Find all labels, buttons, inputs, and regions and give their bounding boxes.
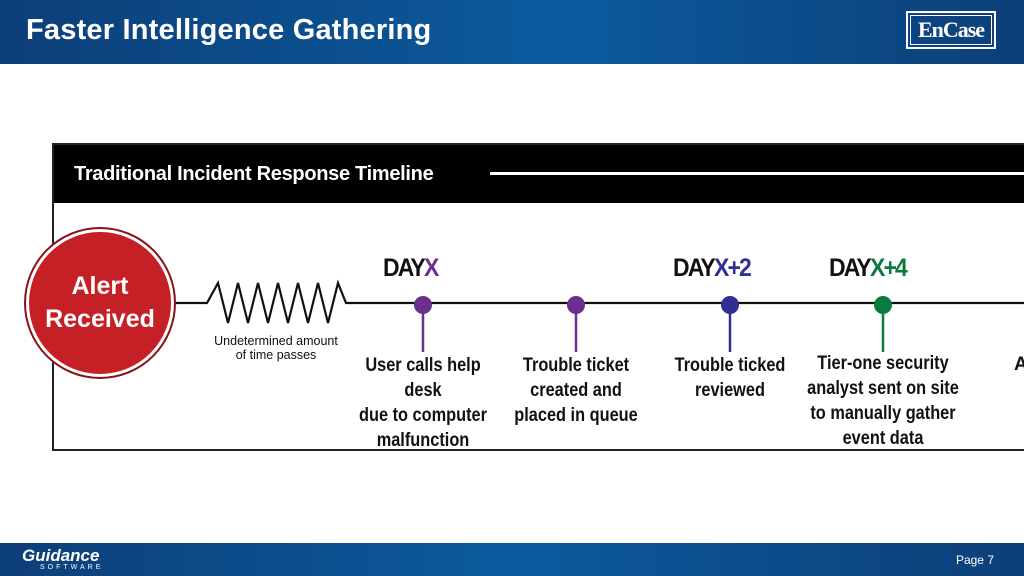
event-help-desk-call: User calls help desk due to computer mal… [345, 353, 502, 453]
timeline-panel: Traditional Incident Response Timeline [52, 143, 1024, 451]
event-analyst-on-site: Tier-one security analyst sent on site t… [803, 351, 963, 451]
event-ticket-reviewed: Trouble ticked reviewed [668, 353, 792, 403]
day-suffix: X+4 [869, 254, 908, 282]
event-line: analyst sent on site [807, 378, 959, 399]
event-line: placed in queue [514, 405, 638, 426]
event-line: User calls help desk [365, 355, 481, 401]
event-ticket-created: Trouble ticket created and placed in que… [509, 353, 643, 428]
event-line: reviewed [695, 380, 765, 401]
time-gap-line-2: of time passes [235, 348, 317, 362]
event-line: to manually gather [810, 403, 956, 424]
event-line: Trouble ticked [674, 355, 786, 376]
time-gap-line-1: Undetermined amount [214, 334, 338, 348]
event-line: event data [842, 428, 924, 449]
event-dot [567, 296, 585, 314]
time-gap-note: Undetermined amount of time passes [200, 334, 352, 362]
slide-title: Faster Intelligence Gathering [26, 14, 432, 46]
encase-logo: EnCase [906, 11, 996, 49]
day-prefix: DAY [673, 254, 716, 282]
day-suffix: X [423, 254, 439, 282]
cut-off-event-text: A [1014, 354, 1024, 375]
event-dot [874, 296, 892, 314]
alert-received-circle: Alert Received [26, 229, 174, 377]
day-x2-label: DAYX+2 [673, 254, 752, 283]
alert-line-2: Received [45, 305, 155, 333]
header-rule [490, 172, 1024, 175]
event-line: malfunction [376, 430, 470, 451]
guidance-logo-subtext: SOFTWARE [40, 564, 104, 571]
day-x-label: DAYX [383, 254, 439, 283]
slide-footer: Guidance SOFTWARE Page 7 [0, 543, 1024, 576]
day-suffix: X+2 [713, 254, 752, 282]
slide-header: Faster Intelligence Gathering EnCase [0, 0, 1024, 64]
event-dot [721, 296, 739, 314]
event-line: Trouble ticket [522, 355, 630, 376]
guidance-software-logo: Guidance SOFTWARE [22, 547, 103, 572]
day-prefix: DAY [829, 254, 872, 282]
event-dot [414, 296, 432, 314]
encase-logo-text: EnCase [910, 15, 992, 45]
event-line: created and [530, 380, 622, 401]
event-line: Tier-one security [817, 353, 949, 374]
event-line: due to computer [358, 405, 488, 426]
zigzag-time-gap [170, 279, 1024, 324]
day-prefix: DAY [383, 254, 426, 282]
timeline-panel-title: Traditional Incident Response Timeline [74, 163, 434, 185]
page-number: Page 7 [955, 553, 994, 567]
guidance-logo-text: Guidance [22, 546, 100, 565]
timeline-panel-header: Traditional Incident Response Timeline [54, 145, 1024, 203]
alert-line-1: Alert [71, 272, 129, 300]
day-x4-label: DAYX+4 [829, 254, 908, 283]
